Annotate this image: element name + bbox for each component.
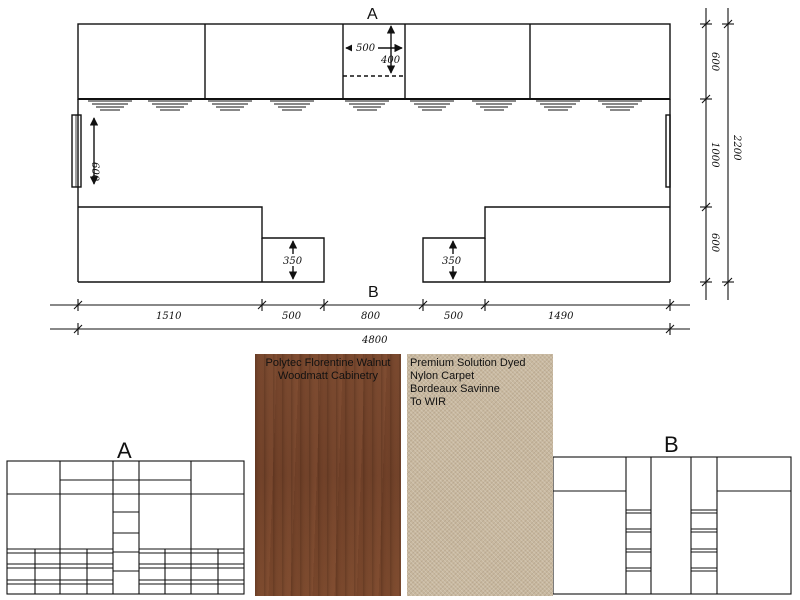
bottom-dimensions <box>50 299 690 335</box>
dim-bottom-depth: 600 <box>709 233 720 253</box>
carpet-swatch: Premium Solution Dyed Nylon Carpet Borde… <box>407 354 553 596</box>
bottom-right-unit <box>422 206 670 283</box>
elevation-a <box>6 460 245 595</box>
hanging-hatch <box>88 100 642 111</box>
walnut-swatch: Polytec Florentine Walnut Woodmatt Cabin… <box>255 354 401 596</box>
dim-low-right: 350 <box>442 256 462 267</box>
plan-label-b: B <box>368 284 379 301</box>
bottom-left-unit <box>78 206 325 283</box>
dim-drawer-width: 500 <box>356 43 376 54</box>
plan-label-a: A <box>367 6 378 23</box>
dim-seg-1: 1510 <box>156 311 182 322</box>
dim-overall: 4800 <box>361 335 388 346</box>
dim-seg-4: 500 <box>444 311 464 322</box>
elevation-b-label: B <box>664 432 679 457</box>
dim-drawer-depth: 400 <box>380 55 401 66</box>
window-left <box>71 114 82 188</box>
dim-low-left: 350 <box>283 256 303 267</box>
floor-plan <box>71 23 671 283</box>
right-dimensions <box>700 8 734 300</box>
dim-seg-2: 500 <box>282 311 302 322</box>
dim-mid-gap: 1000 <box>709 142 720 168</box>
carpet-swatch-label: Premium Solution Dyed Nylon Carpet Borde… <box>410 357 526 408</box>
walnut-swatch-label: Polytec Florentine Walnut Woodmatt Cabin… <box>265 357 391 382</box>
window-right <box>665 114 671 188</box>
elevation-a-label: A <box>117 438 132 463</box>
dim-top-depth: 600 <box>709 52 720 72</box>
top-cabinet-row <box>77 23 671 100</box>
dim-seg-3: 800 <box>361 311 381 322</box>
dim-total-depth: 2200 <box>731 134 742 161</box>
dim-window: 600 <box>89 162 100 182</box>
dim-seg-5: 1490 <box>548 311 574 322</box>
elevation-b <box>552 456 792 595</box>
